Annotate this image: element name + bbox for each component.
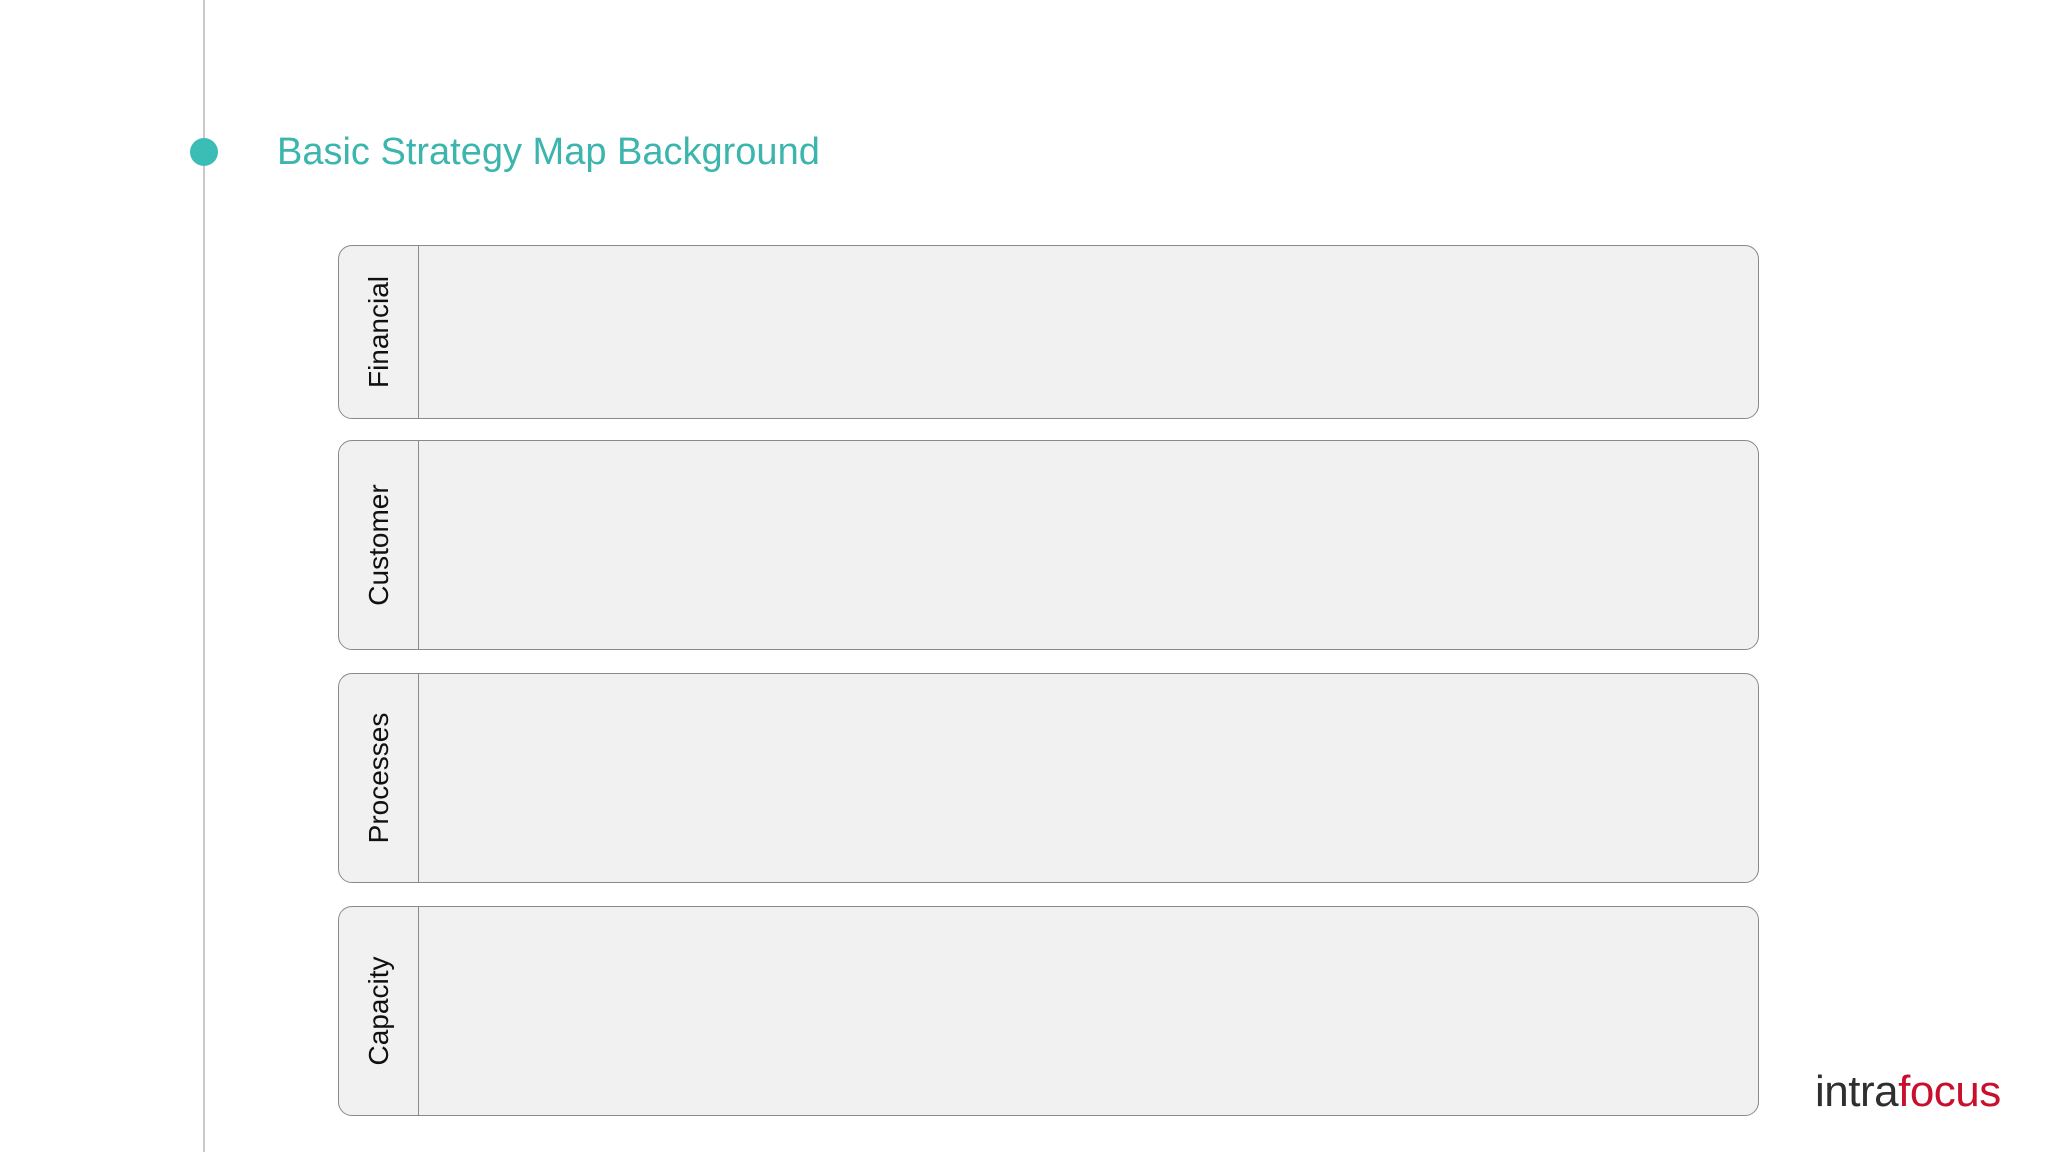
perspective-label: Customer: [362, 484, 394, 606]
perspective-band-financial: Financial: [338, 245, 1759, 419]
timeline-line: [203, 0, 205, 1152]
intrafocus-logo: intrafocus: [1815, 1066, 2001, 1118]
perspective-label: Capacity: [362, 956, 394, 1066]
perspective-label-cell: Financial: [339, 246, 419, 418]
perspective-band-customer: Customer: [338, 440, 1759, 650]
logo-part-focus: focus: [1898, 1067, 2001, 1116]
timeline-dot: [190, 138, 218, 166]
perspective-band-capacity: Capacity: [338, 906, 1759, 1116]
perspective-band-processes: Processes: [338, 673, 1759, 883]
perspective-label-cell: Processes: [339, 674, 419, 882]
perspective-label-cell: Capacity: [339, 907, 419, 1115]
perspective-label: Processes: [362, 712, 394, 844]
perspective-label-cell: Customer: [339, 441, 419, 649]
logo-part-intra: intra: [1815, 1067, 1899, 1116]
perspective-label: Financial: [362, 275, 394, 389]
page-title: Basic Strategy Map Background: [277, 131, 820, 173]
